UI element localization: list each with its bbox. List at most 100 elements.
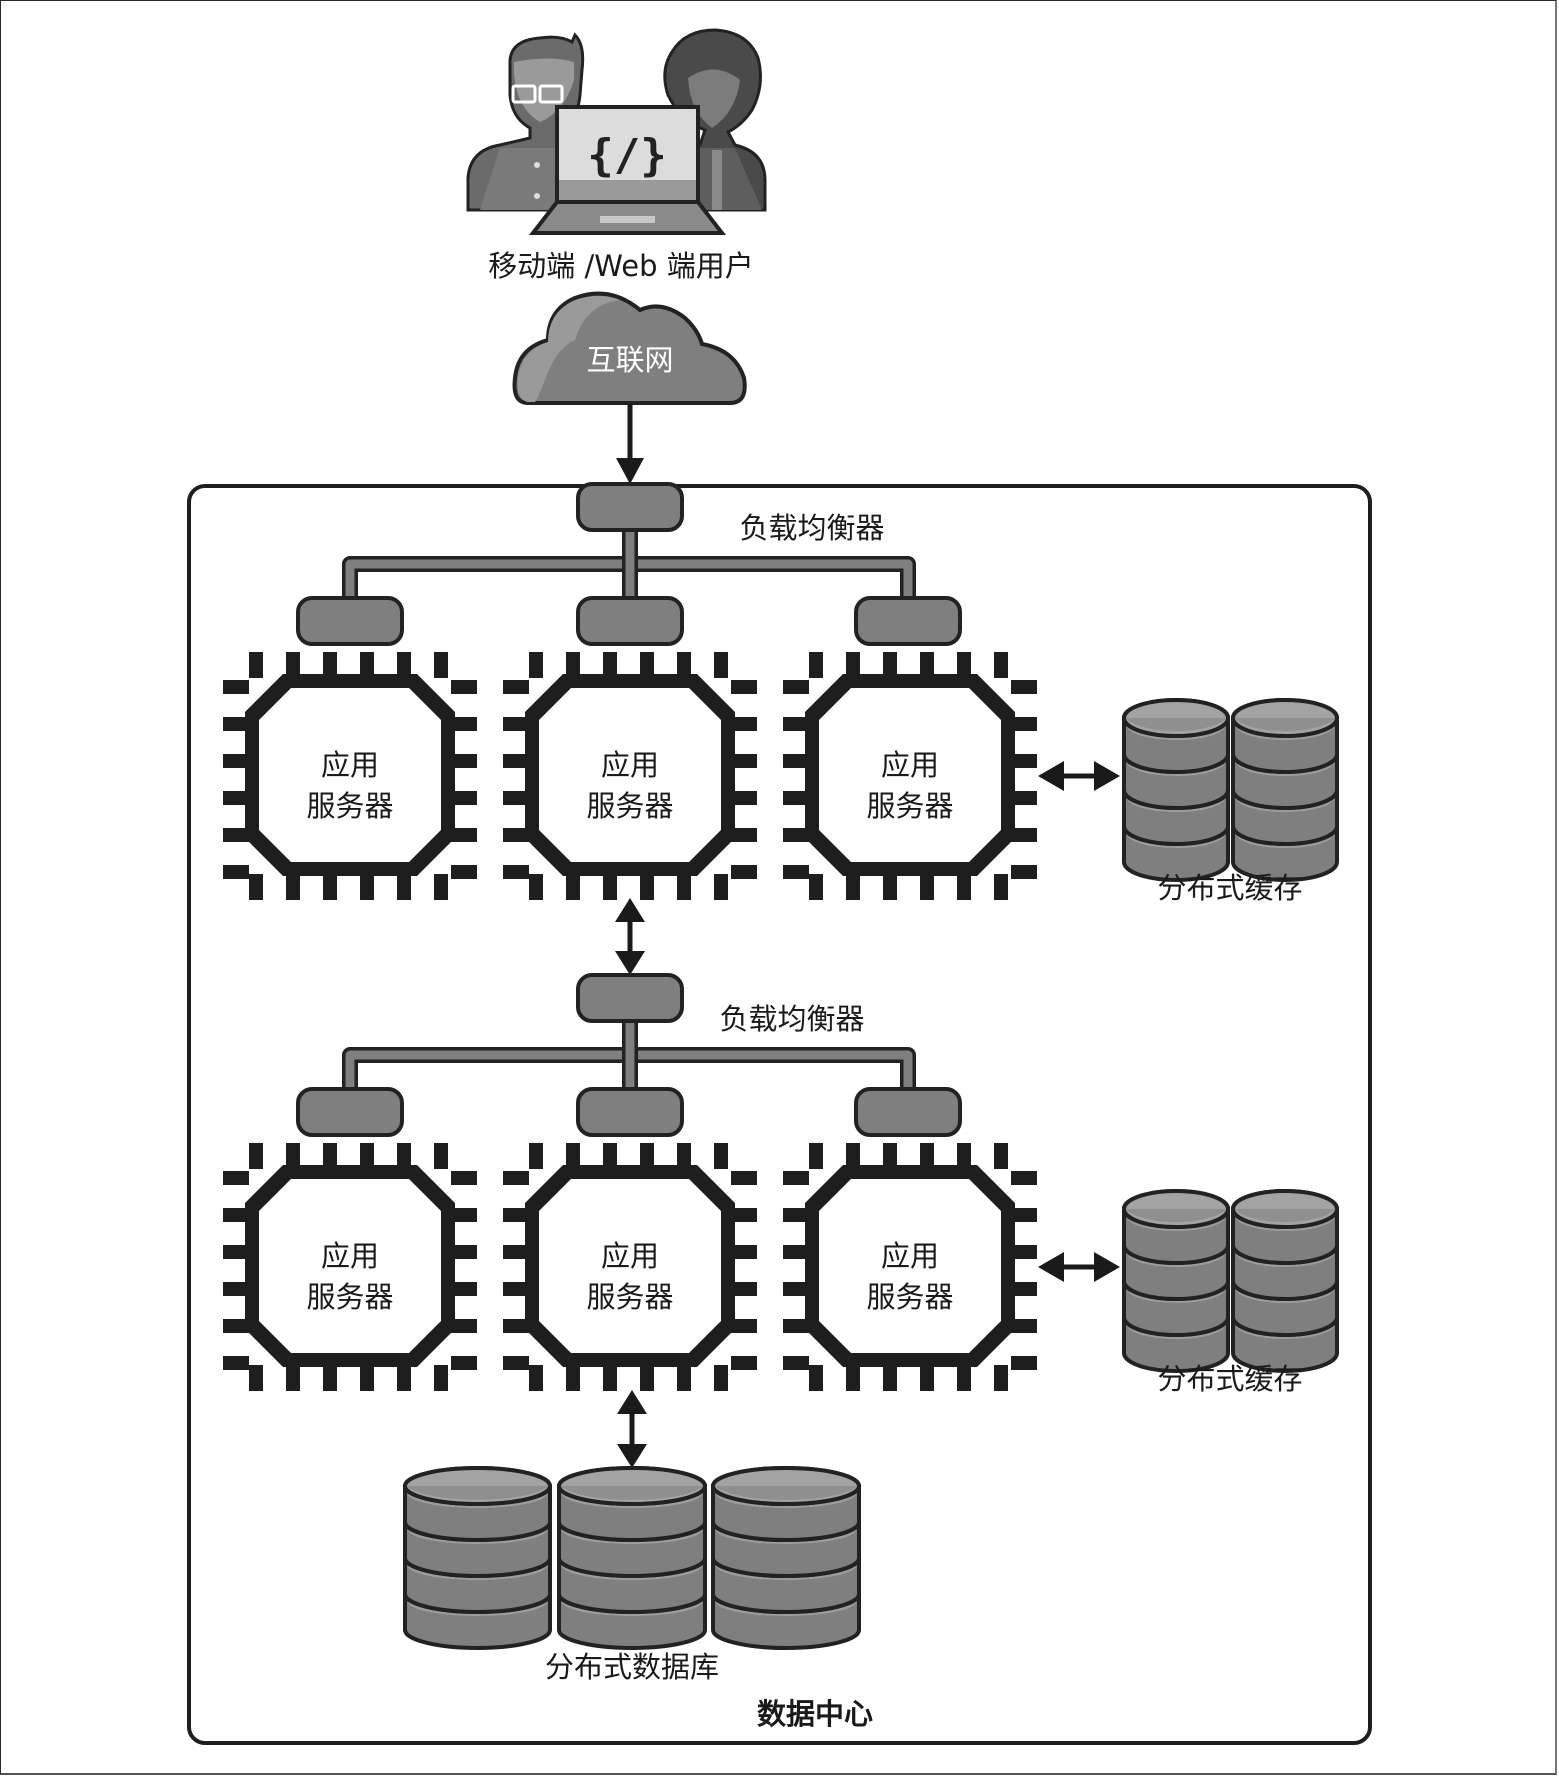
server-label-line1: 应用 (601, 1239, 659, 1273)
chip-pin (731, 717, 757, 731)
chip-pin (783, 1282, 809, 1296)
db-stack (711, 1466, 861, 1650)
chip-pin (360, 874, 374, 900)
chip-pin (503, 1282, 529, 1296)
arrowhead-down (615, 951, 645, 975)
chip-pin (451, 828, 477, 842)
arrowhead-up (617, 1390, 647, 1414)
server-network-node (576, 1087, 684, 1137)
arrowhead-left (1038, 761, 1064, 791)
chip-pin (714, 1143, 728, 1169)
internet-label: 互联网 (586, 343, 673, 377)
chip-pin (846, 652, 860, 678)
load-balancer-node (576, 482, 684, 532)
users-label: 移动端 /Web 端用户 (488, 249, 753, 283)
chip-pin (323, 1365, 337, 1391)
chip-pin (883, 652, 897, 678)
chip-pin (920, 652, 934, 678)
load-balancer-label: 负载均衡器 (719, 1002, 864, 1036)
chip-pin (451, 1356, 477, 1370)
chip-pin (883, 1143, 897, 1169)
chip-pin (1011, 1171, 1037, 1185)
chip-pin (783, 754, 809, 768)
chip-pin (503, 1208, 529, 1222)
chip-pin (714, 1365, 728, 1391)
load-balancer-label: 负载均衡器 (739, 511, 884, 545)
chip-pin (566, 874, 580, 900)
chip-pin (640, 1143, 654, 1169)
chip-pin (994, 652, 1008, 678)
db-stack (403, 1466, 552, 1650)
chip-pin (846, 874, 860, 900)
arrowhead-up (615, 898, 645, 922)
chip-pin (994, 1143, 1008, 1169)
chip-pin (783, 717, 809, 731)
chip-pin (529, 652, 543, 678)
chip-pin (603, 652, 617, 678)
chip-pin (677, 652, 691, 678)
arrowhead-down (617, 1444, 647, 1468)
chip-pin (223, 754, 249, 768)
chip-face (259, 1179, 441, 1353)
chip-pin (920, 874, 934, 900)
chip-pin (397, 874, 411, 900)
chip-pin (223, 717, 249, 731)
chip-pin (731, 1245, 757, 1259)
chip-pin (731, 828, 757, 842)
chip-pin (503, 865, 529, 879)
server-network-node (854, 596, 962, 646)
chip-pin (1011, 1319, 1037, 1333)
server-label-line1: 应用 (321, 748, 379, 782)
distributed-cache (1122, 698, 1339, 882)
chip-pin (957, 1365, 971, 1391)
db-stack (557, 1466, 707, 1650)
distributed-cache (1122, 1189, 1339, 1373)
chip-pin (503, 1245, 529, 1259)
chip-pin (677, 1365, 691, 1391)
chip-pin (1011, 791, 1037, 805)
chip-pin (809, 874, 823, 900)
chip-pin (451, 1319, 477, 1333)
server-label-line2: 服务器 (866, 1280, 953, 1314)
chip-pin (566, 652, 580, 678)
chip-pin (451, 680, 477, 694)
server-label-line2: 服务器 (866, 789, 953, 823)
datacenter-label: 数据中心 (757, 1697, 873, 1731)
server-label-line2: 服务器 (306, 1280, 393, 1314)
chip-pin (451, 1208, 477, 1222)
chip-pin (1011, 828, 1037, 842)
chip-pin (957, 652, 971, 678)
chip-pin (223, 1282, 249, 1296)
distributed-database (403, 1390, 861, 1650)
chip-pin (1011, 1208, 1037, 1222)
laptop-icon: {/} (528, 105, 727, 235)
server-label-line2: 服务器 (586, 1280, 673, 1314)
chip-pin (603, 1365, 617, 1391)
chip-pin (223, 865, 249, 879)
chip-pin (529, 1143, 543, 1169)
chip-pin (883, 874, 897, 900)
arrowhead-left (1038, 1252, 1064, 1282)
chip-pin (1011, 717, 1037, 731)
chip-pin (1011, 1245, 1037, 1259)
cache-stack (1122, 1189, 1230, 1373)
chip-pin (603, 874, 617, 900)
chip-pin (323, 874, 337, 900)
chip-pin (731, 1319, 757, 1333)
server-label-line1: 应用 (601, 748, 659, 782)
chip-pin (529, 874, 543, 900)
chip-pin (714, 874, 728, 900)
arrowhead-right (1094, 761, 1120, 791)
chip-pin (397, 1143, 411, 1169)
chip-pin (223, 791, 249, 805)
chip-pin (1011, 754, 1037, 768)
chip-face (539, 1179, 721, 1353)
chip-pin (783, 1356, 809, 1370)
cache-label: 分布式缓存 (1157, 871, 1302, 905)
